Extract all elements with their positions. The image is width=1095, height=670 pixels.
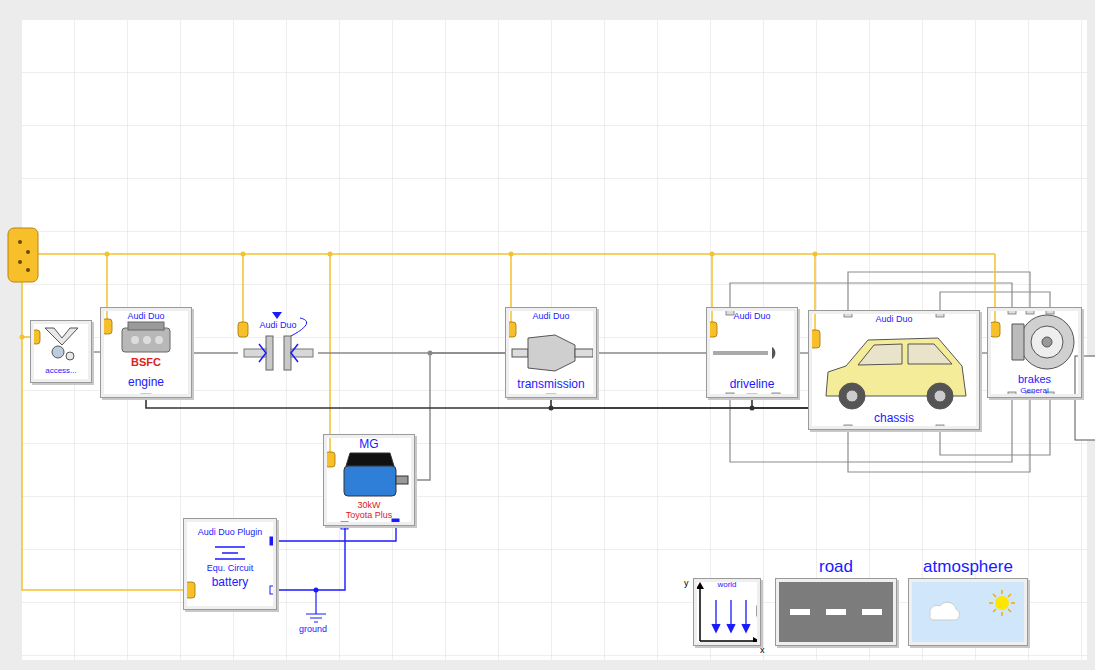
node-sublabel: BSFC [131, 356, 161, 369]
atmosphere-block: atmosphere [908, 578, 1028, 646]
component-block: Audi Duo driveline [706, 307, 798, 398]
node-label: access... [45, 366, 77, 375]
node-label: brakes [1018, 373, 1051, 386]
node-sublabel: engine [128, 376, 164, 390]
shaft-line [192, 352, 238, 353]
mount-line [146, 398, 808, 408]
node-sublabel: Toyota Plus [346, 510, 393, 520]
node-sublabel: transmission [517, 378, 584, 392]
node-sublabel: 30kW [357, 500, 380, 510]
component-block: access... [30, 320, 92, 383]
mount-line [752, 398, 808, 408]
node-sublabel: chassis [874, 412, 914, 426]
electric-wire [277, 526, 396, 541]
electric-wire [277, 526, 345, 590]
node-sublabel: Equ. Circuit [207, 563, 254, 573]
shaft-line [415, 353, 505, 480]
node-label: Audi Duo [127, 311, 164, 321]
shaft-line [980, 352, 987, 353]
component-block: Audi DuoBSFC engine [100, 307, 192, 398]
node-sublabel: battery [212, 576, 249, 590]
node-sublabel: General [1020, 386, 1048, 395]
component-block: MG 30kWToyota Plus [323, 434, 415, 526]
axis-label: x [760, 645, 765, 655]
ground-label: ground [299, 624, 327, 634]
clutch-block: Audi Duo [238, 318, 318, 373]
mount-line [551, 398, 808, 408]
node-label: world [717, 580, 736, 589]
node-label: Audi Duo [259, 320, 296, 330]
component-block: brakesGeneral [987, 307, 1082, 398]
world-block: world [693, 578, 761, 646]
shaft-line [92, 351, 100, 352]
node-label: Audi Duo [532, 311, 569, 321]
axis-label: y [684, 578, 689, 588]
shaft-line [597, 352, 706, 353]
component-block: Audi Duo PluginEqu. Circuit battery [183, 518, 277, 610]
component-block: Audi Duo transmission [505, 307, 597, 398]
node-sublabel: driveline [730, 378, 775, 392]
node-label: Audi Duo [875, 314, 912, 324]
component-block: Audi Duo chassis [808, 310, 980, 430]
shaft-line [798, 352, 808, 353]
node-label: Audi Duo Plugin [198, 527, 263, 537]
node-label: atmosphere [923, 557, 1013, 577]
node-label: road [819, 557, 853, 577]
road-block: road [775, 578, 897, 646]
node-label: MG [359, 438, 378, 452]
node-label: Audi Duo [733, 311, 770, 321]
